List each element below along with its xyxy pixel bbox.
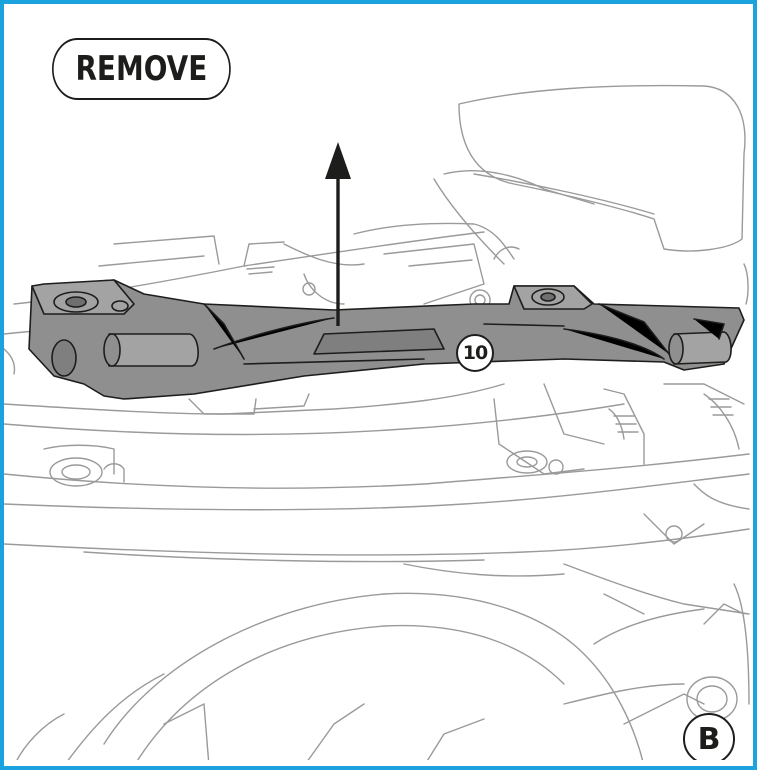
step-letter-callout: B [683,713,735,765]
remove-instruction-label: REMOVE [52,38,231,100]
rear-rack-bracket [28,279,745,400]
part-number-text: 10 [462,342,488,364]
arrow-up-icon [325,142,351,326]
frame-bottom-gap [4,760,753,766]
remove-label-text: REMOVE [75,49,208,89]
step-letter-text: B [697,721,721,757]
part-number-callout: 10 [456,334,494,372]
motorcycle-rear-illustration [4,84,750,766]
